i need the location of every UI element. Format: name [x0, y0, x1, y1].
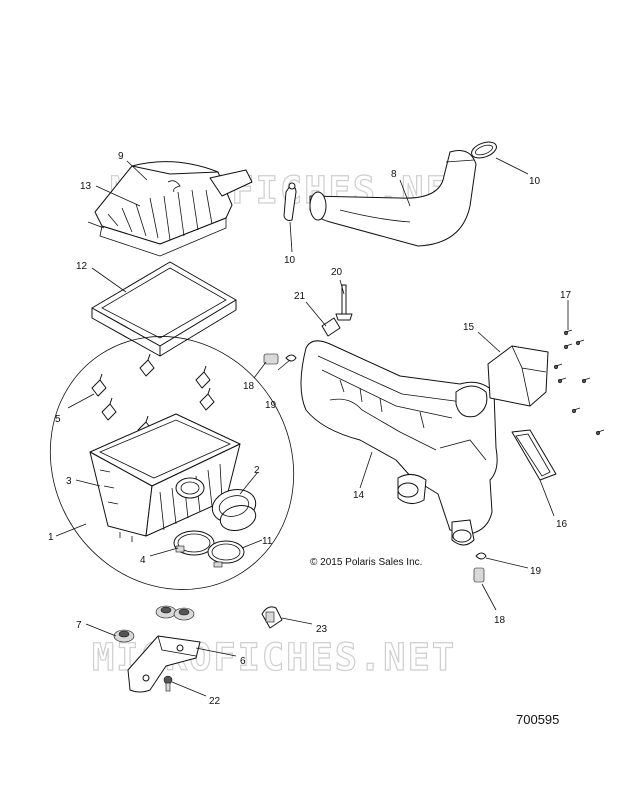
clip-23 [261, 606, 283, 629]
callout-19-upper: 19 [265, 400, 277, 411]
callout-4: 4 [140, 555, 146, 566]
foam-pad-16 [511, 429, 557, 481]
assembly-1-outline [49, 336, 295, 590]
callout-23: 23 [316, 624, 328, 635]
intake-boot-2 [211, 489, 257, 531]
callout-11: 11 [262, 536, 273, 547]
callout-19-lower: 19 [530, 566, 542, 577]
callout-labels: 9 13 8 10 10 12 20 21 17 15 18 19 5 3 2 … [48, 151, 572, 707]
clamp-4 [173, 530, 215, 556]
screws-17 [553, 329, 605, 436]
callout-7: 7 [76, 620, 82, 631]
bolt-22 [163, 675, 173, 692]
clamp-11 [207, 540, 245, 568]
airbox-housing [300, 340, 498, 546]
callout-18-lower: 18 [494, 615, 506, 626]
callout-20: 20 [331, 267, 343, 278]
grommets-7 [113, 605, 195, 643]
callout-10-mid: 10 [284, 255, 296, 266]
callout-12: 12 [76, 261, 88, 272]
callout-6: 6 [240, 656, 246, 667]
clips-5 [91, 353, 215, 439]
callout-15: 15 [463, 322, 475, 333]
fitting-18-19-upper [263, 353, 297, 365]
fastener-20-21 [321, 284, 353, 337]
callout-3: 3 [66, 476, 72, 487]
callout-21: 21 [294, 291, 306, 302]
callout-8: 8 [391, 169, 397, 180]
bracket-6 [127, 635, 201, 693]
air-filter [91, 261, 237, 357]
airbox-base [89, 413, 241, 542]
callout-5: 5 [55, 414, 61, 425]
diagram-part-number: 700595 [516, 712, 559, 727]
callout-22: 22 [209, 696, 221, 707]
intake-duct [283, 141, 497, 247]
leader-lines [55, 157, 569, 697]
callout-1: 1 [48, 532, 54, 543]
airbox-cover [87, 161, 253, 257]
callout-18-upper: 18 [243, 381, 255, 392]
callout-9: 9 [118, 151, 124, 162]
callout-10-top: 10 [529, 176, 541, 187]
callout-16: 16 [556, 519, 568, 530]
callout-14: 14 [353, 490, 365, 501]
callout-17: 17 [560, 290, 572, 301]
callout-13: 13 [80, 181, 92, 192]
copyright-notice: © 2015 Polaris Sales Inc. [310, 557, 422, 568]
fitting-18-19-lower [473, 552, 487, 583]
callout-2: 2 [254, 465, 260, 476]
foam-pad-15 [487, 345, 549, 407]
